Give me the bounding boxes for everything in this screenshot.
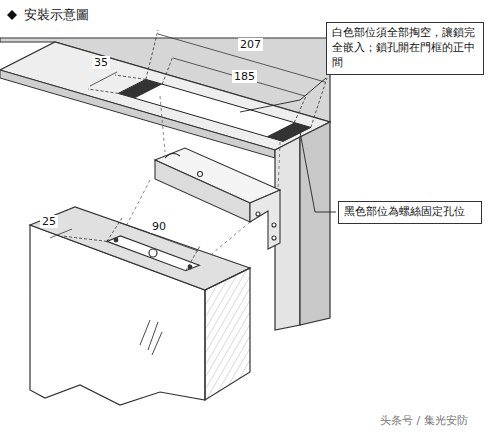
dimension-label: 185 xyxy=(232,70,257,83)
leader-line xyxy=(300,132,336,212)
screw-hole-area xyxy=(267,123,311,142)
lock-body xyxy=(155,148,280,249)
watermark: 头条号 / 集光安防 xyxy=(378,414,470,427)
callout-box: 白色部位須全部掏空，讓鎖完全嵌入；鎖孔開在門框的正中間 xyxy=(326,22,484,75)
frame-header-underside xyxy=(0,42,330,150)
screw-hole-area xyxy=(118,79,162,98)
dimension-label: 35 xyxy=(92,56,110,69)
bullet-diamond xyxy=(7,10,17,20)
mortise-cutout xyxy=(118,79,310,141)
dimension-lines xyxy=(50,218,200,271)
door-leaf xyxy=(30,207,250,405)
callout-text: 黑色部位為螺絲固定孔位 xyxy=(344,205,476,220)
callout-text: 白色部位須全部掏空，讓鎖完全嵌入；鎖孔開在門框的正中間 xyxy=(332,26,478,71)
dimension-label: 90 xyxy=(150,220,168,233)
callout-box: 黑色部位為螺絲固定孔位 xyxy=(338,201,482,224)
frame-post-face xyxy=(300,122,330,325)
diagram-title: 安裝示意圖 xyxy=(24,6,89,24)
dimension-lines xyxy=(88,30,327,127)
dimension-label: 25 xyxy=(40,215,58,228)
dimension-label: 207 xyxy=(238,38,263,51)
